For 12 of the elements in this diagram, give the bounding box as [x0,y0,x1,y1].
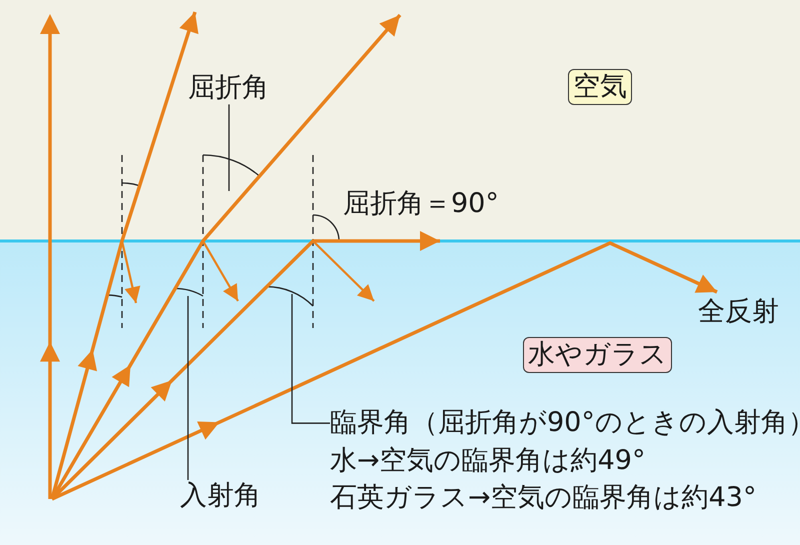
angle-label: 入射角 [180,480,261,512]
angle-label: 屈折角＝90° [343,188,499,220]
leader-line [187,296,189,480]
angle-label: 屈折角 [188,72,269,104]
region-label: 水やガラス [523,337,672,373]
text-label: 全反射 [698,296,779,328]
note-text: 水→空気の臨界角は約49° [330,445,646,478]
leader-line [291,294,330,424]
note-text: 石英ガラス→空気の臨界角は約43° [330,482,756,514]
angle-label: 臨界角（屈折角が90°のときの入射角） [330,407,800,440]
region-label: 空気 [568,69,632,105]
leader-line [228,104,230,191]
